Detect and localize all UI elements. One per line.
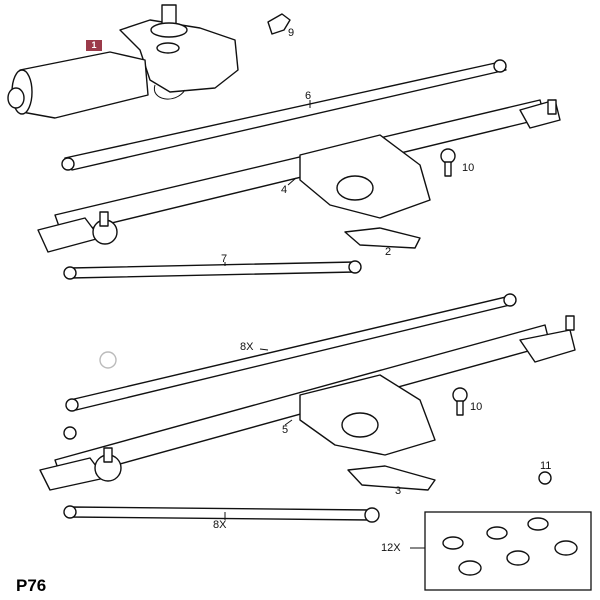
callout-10-upper[interactable]: 10 (462, 162, 475, 174)
rod-6-part[interactable] (61, 59, 507, 171)
faded-washer (99, 351, 117, 369)
callout-10-lower[interactable]: 10 (470, 401, 483, 413)
rod-7-part[interactable] (63, 260, 362, 280)
wiper-motor[interactable] (7, 4, 239, 119)
bracket-2-part[interactable] (344, 227, 421, 249)
bolt-9-part[interactable] (267, 13, 291, 35)
callout-12x[interactable]: 12X (381, 542, 401, 554)
bracket-3-part[interactable] (347, 465, 436, 491)
callout-8x-upper[interactable]: 8X (240, 341, 254, 353)
nut-11-part[interactable] (538, 471, 552, 485)
callout-motor-badge[interactable]: 1 (86, 40, 102, 51)
screw-10-lower-part[interactable] (452, 387, 468, 416)
callout-2[interactable]: 2 (385, 246, 392, 258)
callout-3[interactable]: 3 (395, 485, 402, 497)
callout-9[interactable]: 9 (288, 27, 295, 39)
callout-11[interactable]: 11 (540, 460, 552, 472)
rod-8x-long-part[interactable] (65, 293, 517, 412)
page-code: P76 (16, 576, 47, 595)
frame-5-part[interactable] (39, 315, 576, 491)
bushing-kit-box[interactable] (410, 511, 592, 591)
callout-5[interactable]: 5 (282, 424, 289, 436)
callout-7[interactable]: 7 (221, 253, 228, 265)
callout-4[interactable]: 4 (281, 184, 288, 196)
callout-6[interactable]: 6 (305, 90, 312, 102)
callout-8x-lower[interactable]: 8X (213, 519, 227, 531)
frame-4-part[interactable] (37, 99, 561, 253)
screw-10-part[interactable] (440, 148, 456, 177)
rod-8x-short-part[interactable] (63, 505, 380, 523)
